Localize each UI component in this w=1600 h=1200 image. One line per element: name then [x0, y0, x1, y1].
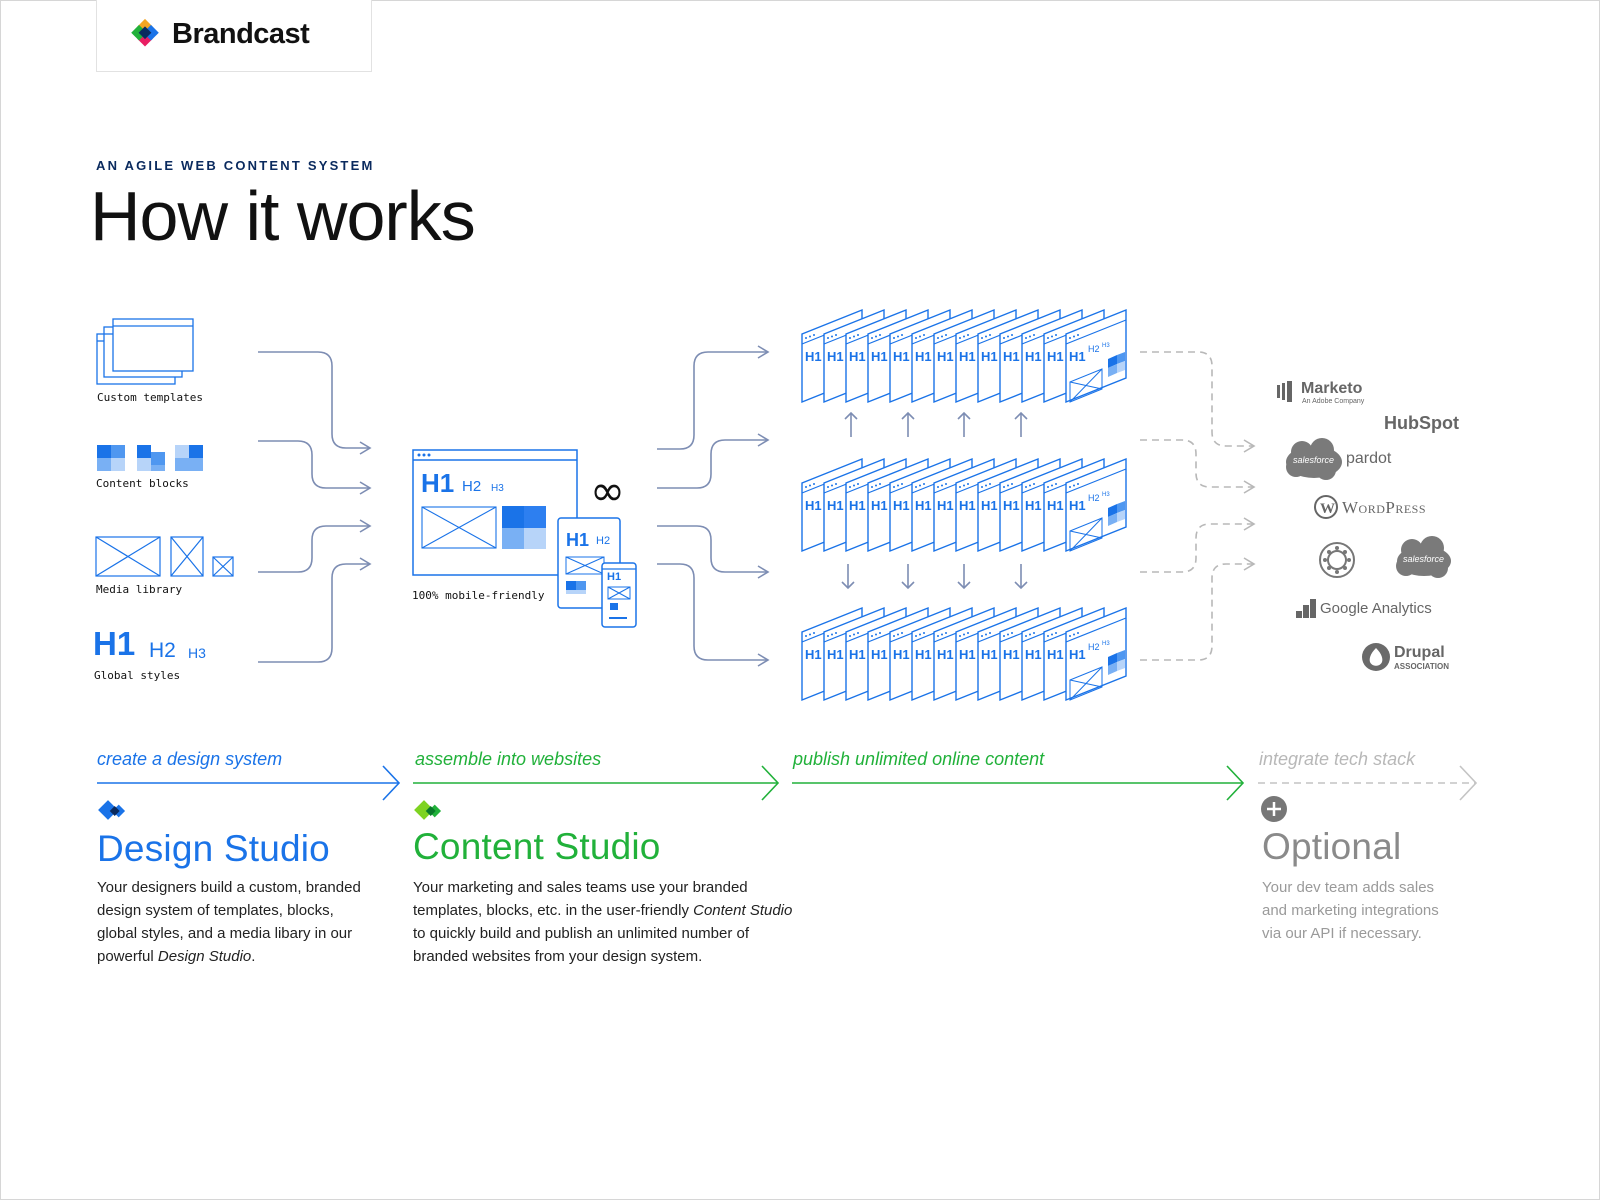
drupal-sub: ASSOCIATION — [1394, 662, 1449, 671]
design-studio-icon — [98, 800, 126, 820]
publish-stage-tag: publish unlimited online content — [793, 749, 1045, 769]
browser-h1: H1 — [421, 468, 455, 498]
content-studio-title: Content Studio — [413, 826, 661, 867]
marketo-logo-icon — [1277, 381, 1292, 402]
global-styles-label: Global styles — [94, 669, 181, 682]
brand-logo-box[interactable] — [96, 0, 372, 72]
wordpress-icon: W — [1314, 495, 1338, 519]
media-library-icon — [95, 536, 234, 577]
optional-plus-icon — [1261, 796, 1287, 822]
drupal-logo: Drupal — [1394, 644, 1445, 661]
brand-name: Brandcast — [172, 18, 310, 50]
salesforce-logo: salesforce — [1403, 554, 1445, 564]
optional-title: Optional — [1262, 826, 1402, 867]
svg-text:H2: H2 — [1088, 642, 1100, 652]
google-analytics-logo: Google Analytics — [1320, 600, 1432, 617]
content-studio-description: Your marketing and sales teams use your … — [413, 879, 793, 965]
api-gear-icon — [1319, 542, 1355, 578]
hero-eyebrow: AN AGILE WEB CONTENT SYSTEM — [96, 158, 375, 173]
infinity-icon: ∞ — [590, 466, 625, 515]
mobile-friendly-label: 100% mobile-friendly — [412, 589, 545, 602]
design-studio-title: Design Studio — [97, 828, 330, 869]
pardot-logo: pardot — [1346, 450, 1392, 467]
input-connectors — [258, 351, 372, 663]
salesforce-cloud-icon — [1396, 536, 1451, 578]
media-library-label: Media library — [96, 583, 183, 596]
svg-text:H3: H3 — [1102, 343, 1110, 349]
website-browser-icon — [412, 449, 578, 576]
svg-text:H3: H3 — [1102, 492, 1110, 498]
tablet-h2: H2 — [596, 535, 611, 547]
phone-h1: H1 — [607, 571, 622, 583]
publish-connectors — [657, 345, 770, 667]
google-analytics-icon — [1296, 599, 1316, 618]
global-styles-h3: H3 — [188, 645, 206, 661]
browser-h3: H3 — [491, 483, 504, 494]
drupal-icon — [1362, 643, 1390, 671]
optional-description: Your dev team adds sales and marketing i… — [1262, 879, 1439, 942]
global-styles-h2: H2 — [149, 639, 176, 662]
svg-text:H3: H3 — [1102, 641, 1110, 647]
content-blocks-label: Content blocks — [96, 477, 189, 490]
hubspot-logo: HubSpot — [1384, 413, 1459, 433]
content-stage-tag: assemble into websites — [415, 749, 602, 769]
phone-icon — [601, 562, 637, 628]
global-styles-h1: H1 — [93, 625, 136, 662]
svg-text:W: W — [1320, 501, 1335, 517]
design-stage-tag: create a design system — [97, 749, 283, 769]
integration-connectors — [1140, 351, 1256, 661]
wordpress-logo: WordPress — [1342, 498, 1427, 517]
content-blocks-icon — [97, 445, 203, 471]
svg-text:H2: H2 — [1088, 344, 1100, 354]
design-studio-description: Your designers build a custom, branded d… — [97, 879, 361, 965]
stage-arrows — [97, 765, 1478, 801]
tablet-h1: H1 — [566, 530, 590, 550]
content-studio-icon — [414, 800, 442, 820]
page-title: How it works — [90, 177, 476, 255]
custom-templates-icon — [96, 318, 194, 385]
brand-logo-icon — [131, 18, 159, 47]
svg-text:H2: H2 — [1088, 493, 1100, 503]
optional-stage-tag: integrate tech stack — [1259, 749, 1416, 769]
marketo-sub: An Adobe Company — [1302, 398, 1365, 405]
custom-templates-label: Custom templates — [97, 391, 203, 404]
sync-arrows — [841, 411, 1028, 590]
browser-h2: H2 — [462, 478, 482, 495]
marketo-logo: Marketo — [1301, 380, 1363, 397]
pardot-salesforce-label: salesforce — [1293, 455, 1335, 465]
salesforce-pardot-cloud-icon — [1286, 438, 1342, 480]
